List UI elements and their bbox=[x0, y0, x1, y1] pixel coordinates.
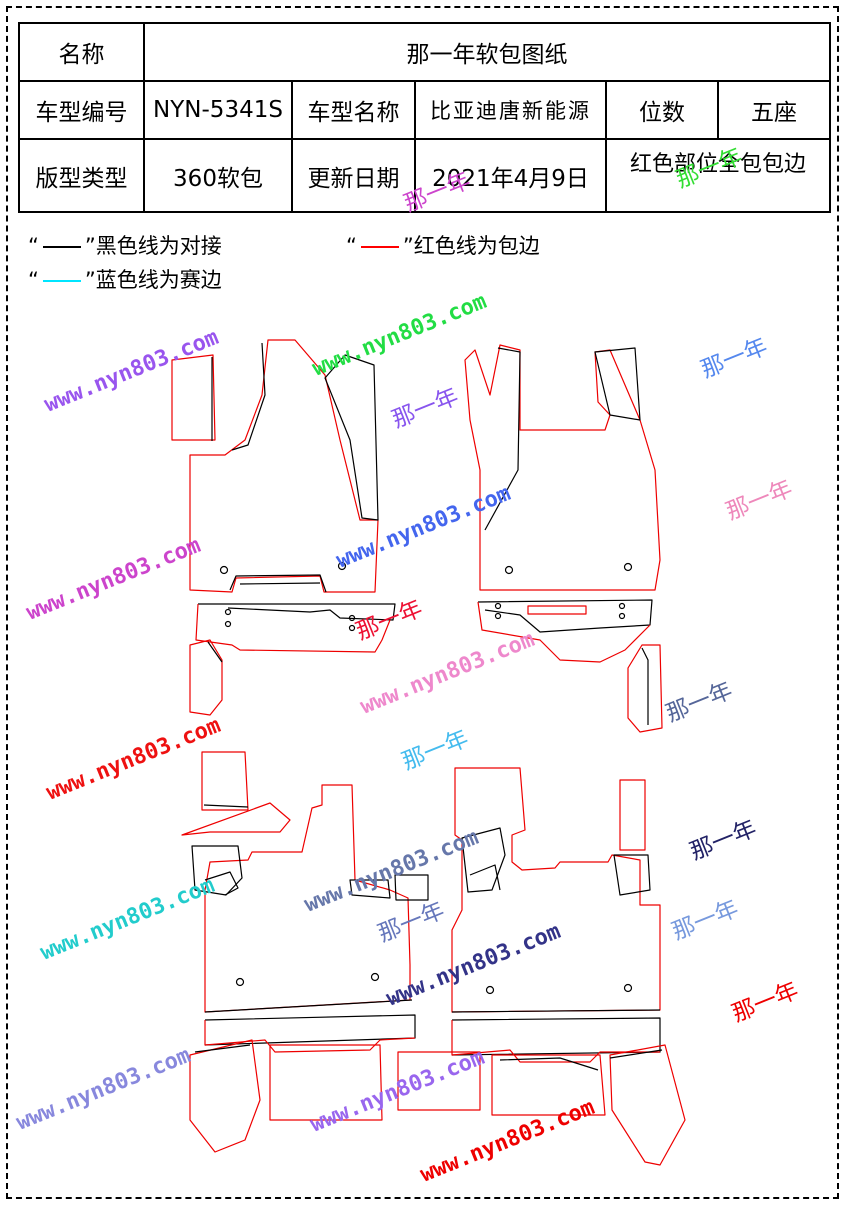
svg-text:www.nyn803.com: www.nyn803.com bbox=[37, 873, 218, 966]
legend-cyan-text: 蓝色线为赛边 bbox=[95, 268, 222, 292]
front-left-sill bbox=[195, 603, 396, 653]
name-watermarks: 那一年 那一年 那一年 那一年 那一年 那一年 那一年 那一年 那一年 那一年 … bbox=[353, 144, 803, 1028]
svg-text:www.nyn803.com: www.nyn803.com bbox=[309, 289, 490, 382]
svg-text:www.nyn803.com: www.nyn803.com bbox=[301, 825, 482, 918]
legend-red-text: 红色线为包边 bbox=[413, 234, 540, 258]
svg-text:那一年: 那一年 bbox=[375, 898, 449, 948]
drawing-sheet-border bbox=[6, 6, 839, 1199]
name-label: 名称 bbox=[18, 22, 145, 82]
front-right-sill bbox=[477, 599, 653, 663]
rear-right-sill bbox=[451, 1017, 661, 1063]
rear-left-sill bbox=[204, 1014, 416, 1053]
svg-text:www.nyn803.com: www.nyn803.com bbox=[13, 1043, 194, 1136]
svg-text:www.nyn803.com: www.nyn803.com bbox=[41, 325, 222, 418]
seats-label: 位数 bbox=[605, 80, 719, 140]
update-value: 2021年4月9日 bbox=[414, 138, 607, 213]
rear-right-footrest bbox=[397, 1044, 686, 1166]
svg-text:那一年: 那一年 bbox=[663, 678, 737, 728]
update-label: 更新日期 bbox=[291, 138, 416, 213]
name-value: 那一年软包图纸 bbox=[142, 22, 832, 82]
svg-text:那一年: 那一年 bbox=[669, 896, 743, 946]
pattern-type-value: 360软包 bbox=[143, 138, 293, 213]
front-left-heel-pad bbox=[189, 639, 223, 716]
svg-text:那一年: 那一年 bbox=[729, 978, 803, 1028]
front-right-heel-pad bbox=[627, 644, 663, 733]
info-table: 名称 那一年软包图纸 车型编号 NYN-5341S 车型名称 比亚迪唐新能源 位… bbox=[18, 22, 832, 213]
svg-text:那一年: 那一年 bbox=[723, 476, 797, 526]
svg-text:www.nyn803.com: www.nyn803.com bbox=[43, 713, 224, 806]
legend-cyan: “”蓝色线为赛边 bbox=[28, 268, 222, 292]
red-line-swatch bbox=[360, 246, 399, 248]
model-name-value: 比亚迪唐新能源 bbox=[414, 80, 607, 140]
model-code-label: 车型编号 bbox=[18, 80, 145, 140]
url-watermarks: www.nyn803.com www.nyn803.com www.nyn803… bbox=[13, 289, 598, 1188]
seats-value: 五座 bbox=[716, 80, 832, 140]
rear-left-footrest bbox=[189, 1039, 383, 1153]
svg-text:www.nyn803.com: www.nyn803.com bbox=[417, 1095, 598, 1188]
svg-text:那一年: 那一年 bbox=[389, 384, 463, 434]
legend-red: “”红色线为包边 bbox=[346, 234, 540, 258]
model-code-value: NYN-5341S bbox=[143, 80, 293, 140]
svg-text:那一年: 那一年 bbox=[687, 816, 761, 866]
black-line-swatch bbox=[42, 246, 81, 248]
legend-black-text: 黑色线为对接 bbox=[95, 234, 222, 258]
svg-text:www.nyn803.com: www.nyn803.com bbox=[23, 533, 204, 626]
watermarks: www.nyn803.com www.nyn803.com www.nyn803… bbox=[13, 144, 802, 1188]
svg-text:那一年: 那一年 bbox=[401, 168, 475, 218]
front-left-mat bbox=[171, 339, 379, 593]
cyan-line-swatch bbox=[42, 280, 81, 282]
svg-text:www.nyn803.com: www.nyn803.com bbox=[357, 627, 538, 720]
legend-black: “”黑色线为对接 bbox=[28, 234, 222, 258]
model-name-label: 车型名称 bbox=[291, 80, 416, 140]
rear-left-mat bbox=[181, 751, 429, 1013]
note-value: 红色部位全包包边 bbox=[604, 138, 832, 213]
svg-text:那一年: 那一年 bbox=[673, 144, 747, 194]
pattern-type-label: 版型类型 bbox=[18, 138, 145, 213]
svg-text:那一年: 那一年 bbox=[353, 596, 427, 646]
svg-text:那一年: 那一年 bbox=[698, 334, 772, 384]
rear-right-mat bbox=[451, 767, 661, 1013]
front-right-mat bbox=[464, 344, 661, 591]
